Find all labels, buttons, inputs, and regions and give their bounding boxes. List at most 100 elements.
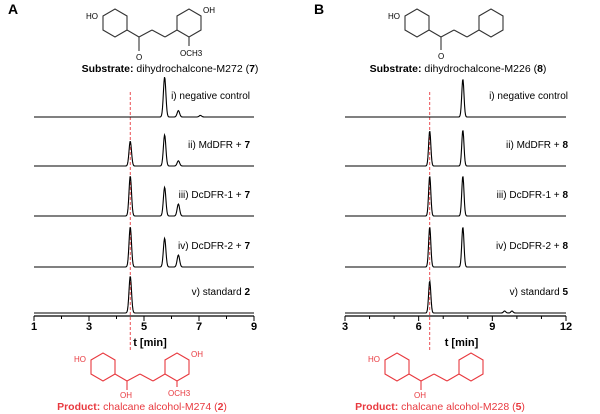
substrate-8-structure (404, 8, 504, 50)
x-tick-label: 9 (489, 321, 495, 333)
substrate-7-oh: OH (203, 6, 215, 15)
x-tick-label: 12 (560, 321, 572, 333)
x-tick-label: 3 (342, 321, 348, 333)
product-2-och3: OCH3 (168, 389, 191, 398)
trace-label-text: iv) DcDFR-2 + (178, 241, 244, 252)
trace-label: iii) DcDFR-1 + 8 (497, 190, 569, 201)
trace-label-compound: 8 (562, 190, 568, 201)
ring-to-carbinol-bond (408, 373, 422, 382)
product-5-name: chalcane alcohol-M228 ( (401, 401, 516, 413)
phenyl-ring (458, 352, 484, 382)
ring-to-carbonyl-bond (428, 29, 442, 38)
chain-bond-1 (420, 373, 435, 382)
substrate-8-o: O (438, 52, 444, 61)
chromatogram-trace (34, 227, 254, 268)
substrate-8-ho: HO (388, 12, 400, 21)
substrate-7-close: ) (255, 63, 259, 75)
substrate-7-caption: Substrate: dihydrochalcone-M272 (7) (82, 63, 259, 75)
methoxyphenol-ring (176, 8, 202, 38)
trace-label-compound: 7 (244, 241, 250, 252)
trace-label-text: iv) DcDFR-2 + (496, 241, 562, 252)
trace-label-text: i) negative control (489, 91, 568, 102)
substrate-7-och3: OCH3 (180, 49, 203, 58)
x-tick-label: 5 (141, 321, 147, 333)
phenol-ring (102, 8, 128, 38)
product-5-ho: HO (368, 355, 380, 364)
trace-label-compound: 5 (562, 287, 568, 298)
product-2-structure (90, 352, 190, 390)
x-tick-label: 9 (251, 321, 257, 333)
product-2-oh: OH (191, 350, 203, 359)
x-axis-label: t [min] (445, 337, 479, 349)
product-5-label: Product: (355, 401, 398, 413)
substrate-8-caption: Substrate: dihydrochalcone-M226 (8) (370, 63, 547, 75)
trace-label-text: i) negative control (171, 91, 250, 102)
trace-label-text: ii) MdDFR + (188, 140, 244, 151)
trace-label-text: v) standard (192, 287, 245, 298)
panel-a-letter: A (8, 1, 18, 17)
product-2-label: Product: (57, 401, 100, 413)
chromatogram-trace (345, 130, 566, 167)
product-5-caption: Product: chalcane alcohol-M228 (5) (355, 401, 525, 413)
trace-label-text: v) standard (510, 287, 563, 298)
product-2-close: ) (223, 401, 227, 413)
x-tick-label: 6 (416, 321, 422, 333)
chain-to-ring-bond (152, 373, 166, 382)
trace-label: iii) DcDFR-1 + 7 (179, 190, 251, 201)
chromatogram-trace (345, 79, 566, 118)
chain-bond-1 (126, 373, 141, 382)
trace-label-compound: 7 (244, 190, 250, 201)
methoxyphenol-ring (164, 352, 190, 382)
substrate-8-label: Substrate: (370, 63, 422, 75)
chromatogram-trace (345, 176, 566, 217)
chain-bond-1 (440, 29, 455, 38)
trace-label-compound: 8 (562, 241, 568, 252)
substrate-7-o: O (136, 53, 142, 62)
chromatogram-trace (34, 176, 254, 217)
panel-a: A HO O OH OCH3 Substrate: dihydrochalcon… (8, 1, 258, 413)
chain-bond-1 (138, 29, 153, 38)
product-2-oh-mid: OH (120, 391, 132, 400)
substrate-7-name: dihydrochalcone-M272 ( (136, 63, 249, 75)
substrate-8-number: 8 (537, 63, 543, 75)
substrate-7-label: Substrate: (82, 63, 134, 75)
trace-label-text: iii) DcDFR-1 + (497, 190, 563, 201)
chain-to-ring-bond (466, 29, 480, 38)
substrate-8-name: dihydrochalcone-M226 ( (424, 63, 537, 75)
chain-bond-2 (433, 373, 448, 382)
chromatogram-trace (345, 279, 566, 314)
product-2-caption: Product: chalcane alcohol-M274 (2) (57, 401, 227, 413)
product-5-number: 5 (516, 401, 522, 413)
trace-label: i) negative control (489, 91, 568, 102)
chain-to-ring-bond (446, 373, 460, 382)
trace-label-compound: 2 (244, 287, 250, 298)
phenol-ring (404, 8, 430, 38)
trace-label: v) standard 5 (510, 287, 569, 298)
chromatogram-trace (34, 132, 254, 167)
ring-to-carbonyl-bond (126, 29, 140, 38)
substrate-7-ho: HO (86, 12, 98, 21)
product-5-close: ) (521, 401, 525, 413)
trace-label-compound: 8 (562, 140, 568, 151)
panel-b: B HO O Substrate: dihydrochalcone-M226 (… (314, 1, 572, 413)
ring-to-carbinol-bond (114, 373, 128, 382)
substrate-8-close: ) (543, 63, 547, 75)
chain-to-ring-bond (164, 29, 178, 38)
trace-label: iv) DcDFR-2 + 8 (496, 241, 568, 252)
phenol-ring (90, 352, 116, 382)
x-axis-label: t [min] (133, 337, 167, 349)
x-tick-label: 3 (86, 321, 92, 333)
chromatogram-trace (34, 276, 254, 314)
product-5-oh-mid: OH (414, 391, 426, 400)
trace-label: ii) MdDFR + 8 (506, 140, 568, 151)
phenyl-ring (478, 8, 504, 38)
trace-label: ii) MdDFR + 7 (188, 140, 250, 151)
product-2-name: chalcane alcohol-M274 ( (103, 401, 218, 413)
panel-b-letter: B (314, 1, 324, 17)
trace-label-compound: 7 (244, 140, 250, 151)
substrate-7-structure (102, 8, 202, 51)
trace-label-text: ii) MdDFR + (506, 140, 562, 151)
